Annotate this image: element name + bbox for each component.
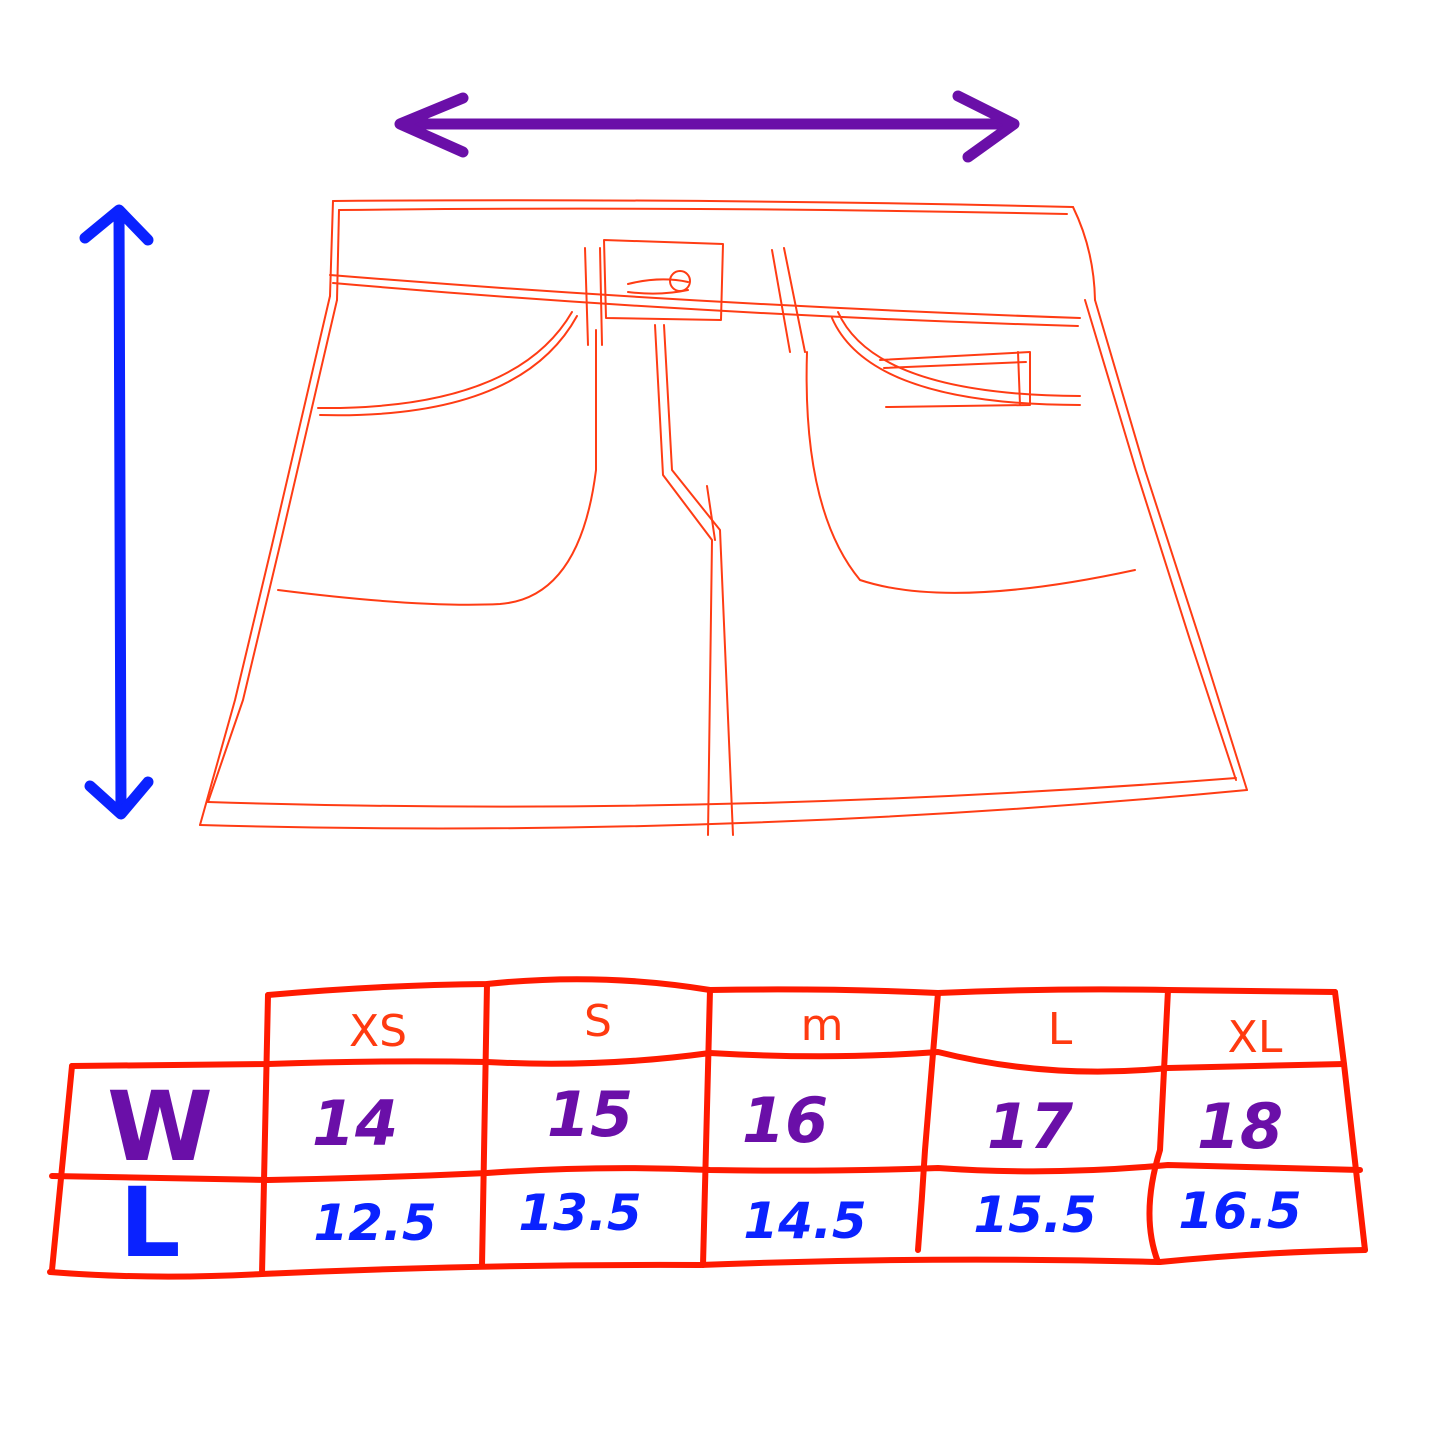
length-value-s: 13.5 <box>518 1184 641 1242</box>
waist-value-xs: 14 <box>312 1087 398 1160</box>
length-value-m: 14.5 <box>743 1192 866 1250</box>
skirt-drawing-icon <box>199 199 1248 836</box>
length-value-xl: 16.5 <box>1178 1182 1301 1240</box>
waist-value-l: 17 <box>987 1090 1074 1163</box>
length-value-l: 15.5 <box>973 1186 1096 1244</box>
waist-value-m: 16 <box>742 1084 828 1157</box>
length-value-xs: 12.5 <box>313 1194 436 1252</box>
size-header-xs: XS <box>349 1006 407 1057</box>
waist-width-arrow-icon <box>394 90 1020 163</box>
size-header-m: m <box>801 1000 844 1051</box>
size-header-xl: XL <box>1228 1012 1283 1063</box>
row-label-length: L <box>119 1167 180 1279</box>
row-label-waist: W <box>107 1071 213 1183</box>
size-table-grid <box>47 976 1368 1280</box>
size-header-s: S <box>584 996 612 1047</box>
skirt-length-arrow-icon <box>79 204 154 820</box>
size-header-l: L <box>1048 1004 1073 1055</box>
waist-value-s: 15 <box>547 1078 633 1151</box>
waist-value-xl: 18 <box>1197 1090 1283 1163</box>
